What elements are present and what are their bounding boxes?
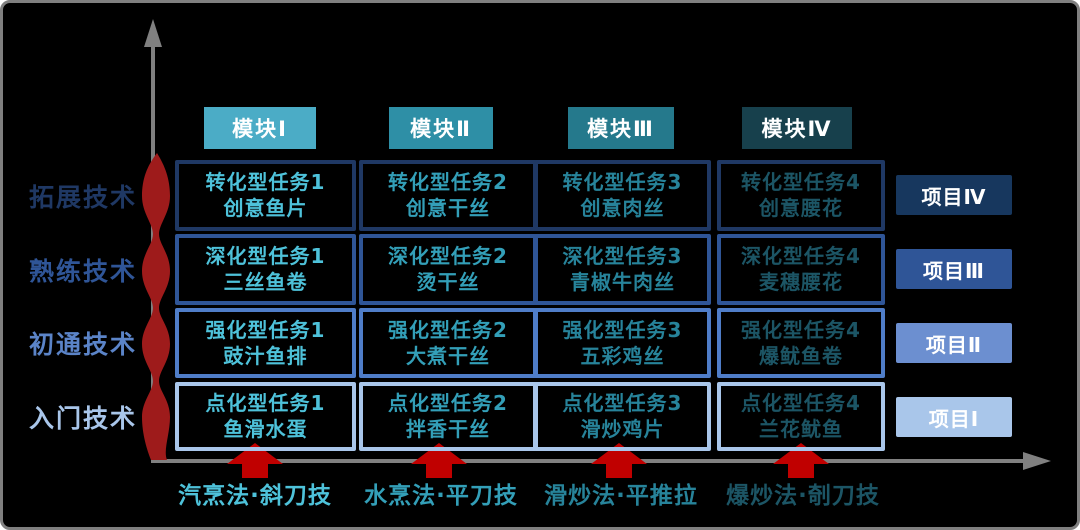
level-label-proficient: 熟练技术 bbox=[28, 256, 137, 286]
task-cell-r4c2: 点化型任务2 拌香干丝 bbox=[359, 382, 537, 451]
task-type-label: 强化型任务4 bbox=[741, 317, 861, 342]
task-type-label: 深化型任务4 bbox=[741, 244, 861, 268]
task-cell-r4c4: 点化型任务4 兰花鱿鱼 bbox=[717, 382, 885, 451]
dish-name-label: 大煮干丝 bbox=[406, 343, 490, 368]
module-header-2: 模块Ⅱ bbox=[389, 107, 493, 149]
dish-name-label: 创意腰花 bbox=[759, 196, 843, 220]
task-cell-r4c3: 点化型任务3 滑炒鸡片 bbox=[534, 382, 711, 451]
method-label-3: 滑炒法·平推拉 bbox=[544, 483, 698, 509]
column-up-arrow-icon bbox=[227, 443, 283, 478]
dish-name-label: 拌香干丝 bbox=[406, 417, 490, 441]
task-type-label: 转化型任务1 bbox=[205, 170, 326, 194]
task-cell-r3c3: 强化型任务3 五彩鸡丝 bbox=[534, 308, 711, 378]
module-header-1: 模块Ⅰ bbox=[204, 107, 316, 149]
progress-ribbon-icon bbox=[142, 153, 170, 460]
dish-name-label: 滑炒鸡片 bbox=[580, 417, 665, 441]
project-label-3: 项目Ⅲ bbox=[896, 249, 1012, 289]
dish-name-label: 创意干丝 bbox=[406, 196, 490, 220]
task-cell-r3c1: 强化型任务1 豉汁鱼排 bbox=[175, 308, 356, 378]
task-type-label: 转化型任务3 bbox=[562, 170, 683, 194]
module-header-3: 模块Ⅲ bbox=[568, 107, 674, 149]
dish-name-label: 豉汁鱼排 bbox=[223, 343, 308, 368]
axes-and-arrows-layer bbox=[142, 19, 1051, 478]
task-cell-r2c3: 深化型任务3 青椒牛肉丝 bbox=[534, 234, 711, 305]
project-label-4: 项目Ⅳ bbox=[896, 175, 1012, 215]
task-type-label: 深化型任务3 bbox=[562, 244, 683, 268]
method-label-1: 汽烹法·斜刀技 bbox=[178, 483, 332, 509]
task-cell-r3c4: 强化型任务4 爆鱿鱼卷 bbox=[717, 308, 885, 378]
task-cell-r3c2: 强化型任务2 大煮干丝 bbox=[359, 308, 537, 378]
level-label-expand: 拓展技术 bbox=[28, 182, 137, 212]
level-label-entry: 入门技术 bbox=[28, 403, 137, 433]
dish-name-label: 青椒牛肉丝 bbox=[570, 270, 675, 294]
dish-name-label: 创意肉丝 bbox=[580, 196, 665, 220]
dish-name-label: 鱼滑水蛋 bbox=[223, 417, 308, 441]
task-type-label: 点化型任务4 bbox=[741, 391, 861, 415]
task-type-label: 强化型任务3 bbox=[562, 317, 683, 342]
task-type-label: 点化型任务2 bbox=[388, 391, 508, 415]
dish-name-label: 爆鱿鱼卷 bbox=[759, 343, 843, 368]
y-axis-arrowhead-icon bbox=[144, 19, 162, 47]
task-type-label: 深化型任务1 bbox=[205, 244, 326, 268]
method-label-4: 爆炒法·剞刀技 bbox=[726, 483, 880, 509]
task-cell-r2c2: 深化型任务2 烫干丝 bbox=[359, 234, 537, 305]
dish-name-label: 五彩鸡丝 bbox=[580, 343, 665, 368]
task-cell-r1c3: 转化型任务3 创意肉丝 bbox=[534, 160, 711, 231]
project-label-1: 项目Ⅰ bbox=[896, 397, 1012, 437]
method-label-2: 水烹法·平刀技 bbox=[364, 483, 518, 509]
task-cell-r1c4: 转化型任务4 创意腰花 bbox=[717, 160, 885, 231]
column-up-arrow-icon bbox=[411, 443, 467, 478]
task-type-label: 点化型任务3 bbox=[562, 391, 683, 415]
task-type-label: 强化型任务1 bbox=[205, 317, 326, 342]
task-cell-r1c1: 转化型任务1 创意鱼片 bbox=[175, 160, 356, 231]
task-type-label: 转化型任务4 bbox=[741, 170, 861, 194]
x-axis-arrowhead-icon bbox=[1023, 452, 1051, 470]
dish-name-label: 创意鱼片 bbox=[223, 196, 308, 220]
task-cell-r2c1: 深化型任务1 三丝鱼卷 bbox=[175, 234, 356, 305]
task-type-label: 点化型任务1 bbox=[205, 391, 326, 415]
task-cell-r4c1: 点化型任务1 鱼滑水蛋 bbox=[175, 382, 356, 451]
level-label-basic: 初通技术 bbox=[28, 330, 137, 359]
task-cell-r2c4: 深化型任务4 麦穗腰花 bbox=[717, 234, 885, 305]
dish-name-label: 三丝鱼卷 bbox=[223, 270, 308, 294]
project-label-2: 项目Ⅱ bbox=[896, 323, 1012, 363]
task-type-label: 深化型任务2 bbox=[388, 244, 508, 268]
column-up-arrow-icon bbox=[773, 443, 829, 478]
task-cell-r1c2: 转化型任务2 创意干丝 bbox=[359, 160, 537, 231]
module-header-4: 模块Ⅳ bbox=[742, 107, 852, 149]
dish-name-label: 烫干丝 bbox=[416, 270, 480, 294]
dish-name-label: 兰花鱿鱼 bbox=[759, 417, 843, 441]
task-type-label: 强化型任务2 bbox=[388, 317, 508, 342]
task-type-label: 转化型任务2 bbox=[388, 170, 508, 194]
column-up-arrow-icon bbox=[591, 443, 647, 478]
dish-name-label: 麦穗腰花 bbox=[759, 270, 843, 294]
